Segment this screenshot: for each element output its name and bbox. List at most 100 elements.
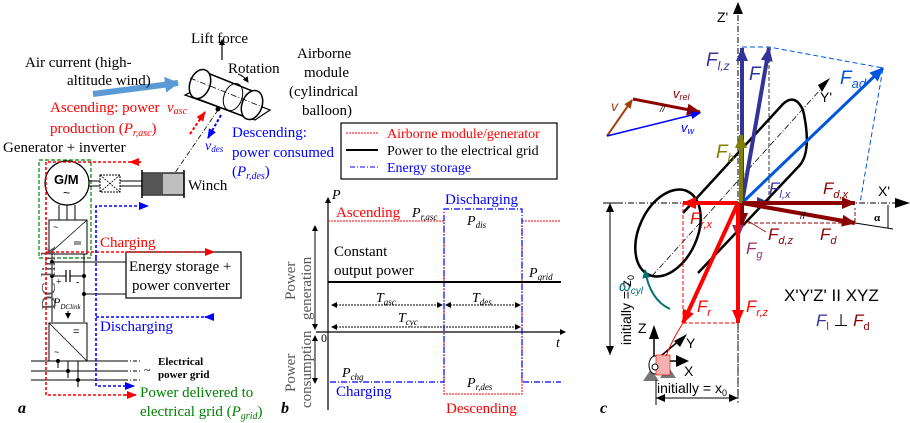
cylindrical-balloon-icon — [183, 68, 272, 121]
alpha-label: α — [874, 212, 881, 224]
generator-inverter-label: Generator + inverter — [3, 140, 126, 156]
p-dis-label: Pdis — [466, 214, 487, 230]
parallel-mark-v: // — [659, 104, 667, 114]
p-r-des-label: Pr,des — [466, 376, 493, 392]
gm-tilde: ~ — [63, 186, 70, 200]
f-dz-label: Fd,z — [768, 225, 794, 247]
v-asc-arrow — [189, 111, 206, 135]
v-vector — [606, 99, 633, 137]
f-rz-label: Fr,z — [746, 297, 769, 319]
z-prime-label: Z' — [717, 9, 728, 25]
panel-b-label: b — [281, 400, 289, 417]
power-consumption-label-1: Power — [283, 354, 299, 392]
tether-attach-point — [215, 106, 221, 112]
v-label: v — [611, 98, 619, 114]
gm-label: G/M — [54, 172, 79, 187]
parallel-mark-fd: // — [800, 211, 806, 222]
f-lz-label: Fl,z — [706, 50, 730, 73]
descending-power-path — [95, 202, 149, 258]
energy-storage-label-2: power converter — [132, 278, 230, 294]
legend-item-storage: Energy storage — [387, 161, 471, 176]
grid-inverter-icon: = ~ — [48, 322, 88, 362]
x-axis-label: X — [684, 363, 694, 379]
svg-text:=: = — [73, 326, 79, 338]
f-ad-label: Fad — [840, 68, 867, 91]
v-asc-label: vasc — [167, 100, 188, 117]
airborne-module-label-2: module — [304, 65, 349, 81]
capacitor-plus: + — [56, 277, 62, 288]
omega-rotation-arrow — [642, 269, 671, 310]
f-d-vector — [741, 201, 856, 227]
initially-z0-label: initially = z0 — [618, 275, 636, 345]
y-prime-axis — [651, 89, 821, 277]
f-b-label: Fb — [716, 142, 735, 165]
f-dx-label: Fd,x — [823, 179, 849, 201]
ascending-label-line2: production (Pr,asc) — [50, 121, 157, 139]
legend-item-grid: Power to the electrical grid — [387, 144, 539, 159]
v-des-arrow — [207, 114, 222, 139]
f-lx-label: Fl,x — [769, 179, 791, 201]
tether-line — [665, 322, 684, 357]
ascending-power-path — [45, 161, 141, 396]
panel-b: Airborne module/generator Power to the e… — [281, 122, 566, 417]
airborne-power-trace — [328, 220, 561, 395]
ascending-label: Ascending — [336, 205, 401, 221]
v-w-vector — [606, 111, 701, 137]
x-prime-label: X' — [878, 183, 890, 199]
electrical-grid-label-2: power grid — [158, 369, 209, 381]
air-current-label-line1: Air current (high- — [25, 55, 132, 71]
capacitor-minus: - — [76, 277, 79, 288]
p-dclink-label: PDClink — [52, 295, 81, 311]
svg-text:~: ~ — [54, 347, 59, 357]
rotation-arrow — [237, 73, 249, 83]
panel-a-label: a — [18, 400, 26, 417]
inverter-icon: ~ — [48, 219, 88, 255]
t-asc-label: Tasc — [376, 291, 396, 307]
f-rx-label: Fr,x — [690, 209, 713, 231]
charging-label: Charging — [100, 235, 156, 251]
power-delivered-label-2: electrical grid (Pgrid) — [140, 404, 262, 422]
discharging-label: Discharging — [445, 192, 519, 208]
wind-arrow — [92, 76, 179, 97]
descending-label: Descending — [446, 401, 517, 417]
descending-label-line3: (Pr,des) — [232, 164, 270, 182]
v-rel-vector — [632, 97, 701, 116]
descending-label-line2: power consumed — [232, 145, 335, 161]
winch-label: Winch — [188, 178, 228, 194]
f-l-vector — [740, 47, 773, 204]
f-g-label: Fg — [746, 239, 763, 261]
ground-winch-icon — [643, 354, 676, 381]
winch-icon — [141, 170, 185, 198]
omega-label: ωcyl — [619, 278, 644, 297]
tether-line — [169, 109, 219, 181]
p-chg-label: Pchg — [341, 366, 364, 382]
p-r-asc-label: Pr,asc — [411, 206, 437, 222]
y-axis-label: Y — [686, 335, 696, 351]
airborne-module-label-1: Airborne — [297, 46, 351, 62]
dc-link-label: DC link — [38, 246, 60, 310]
v-w-label: vw — [681, 120, 695, 136]
discharging-grid-path — [95, 258, 135, 390]
x-axis-label: t — [556, 336, 561, 351]
t-cyc-label: Tcyc — [398, 311, 418, 327]
constant-output-label-2: output power — [334, 263, 414, 279]
ascending-label-line1: Ascending: power — [50, 100, 160, 116]
lift-force-label: Lift force — [191, 31, 248, 47]
y-axis-label: P — [331, 188, 341, 203]
energy-storage-box — [125, 251, 242, 299]
svg-text:~: ~ — [53, 222, 58, 232]
charging-label: Charging — [336, 384, 392, 400]
z-axis-label: Z — [638, 320, 647, 336]
power-delivered-label-1: Power delivered to — [140, 385, 253, 401]
power-generation-label-1: Power — [283, 262, 299, 300]
f-d-label: Fd — [820, 225, 837, 247]
airborne-module-label-3: (cylindrical — [289, 84, 358, 100]
force-parallelogram — [742, 46, 884, 204]
electrical-grid-label-1: Electrical — [158, 356, 203, 368]
air-current-label-line2: altitude wind) — [67, 73, 151, 89]
f-r-vector — [681, 202, 740, 324]
t-des-label: Tdes — [472, 291, 492, 307]
power-generation-label-2: generation — [299, 256, 315, 320]
constant-output-label-1: Constant — [334, 244, 388, 260]
